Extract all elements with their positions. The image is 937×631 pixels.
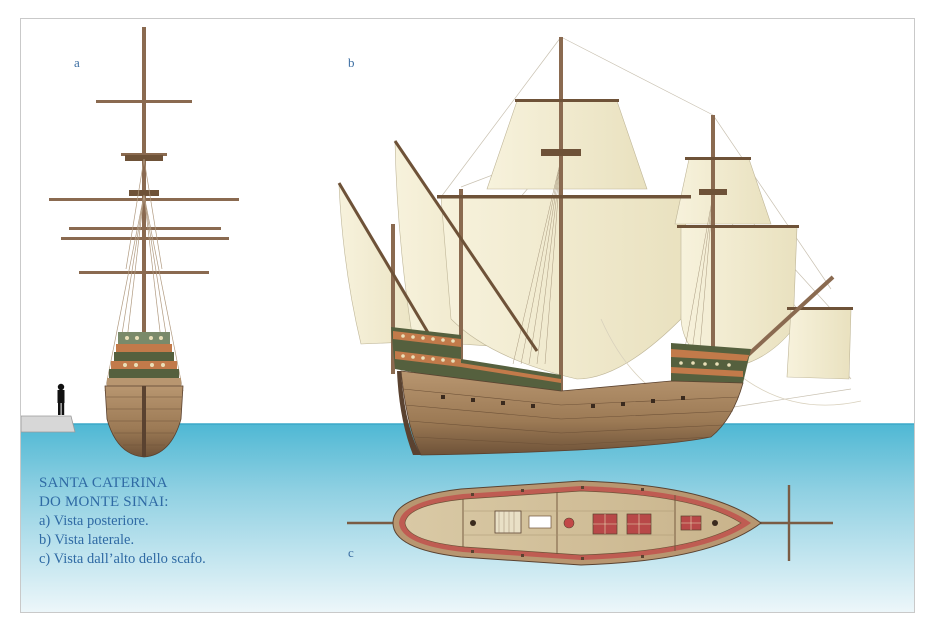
- figure-caption: SANTA CATERINA DO MONTE SINAI: a) Vista …: [39, 474, 206, 569]
- caption-title-line-2: DO MONTE SINAI:: [39, 494, 169, 510]
- panel-label-c: c: [348, 545, 354, 560]
- illustration-frame: a b c SANTA CATERINA DO MONTE SINAI: a) …: [20, 18, 915, 613]
- top-view-hull: [347, 480, 833, 566]
- caption-item-b: b) Vista laterale.: [39, 532, 135, 548]
- panel-label-b: b: [348, 55, 355, 70]
- rear-view-ship: [49, 27, 239, 458]
- caption-title-line-1: SANTA CATERINA: [39, 475, 168, 491]
- panel-label-a: a: [74, 55, 80, 70]
- ship-illustration: [21, 27, 914, 612]
- caption-item-a: a) Vista posteriore.: [39, 513, 149, 529]
- dock-with-figure: [21, 383, 76, 433]
- side-view-ship: [337, 36, 862, 456]
- caption-item-c: c) Vista dall’alto dello scafo.: [39, 551, 206, 567]
